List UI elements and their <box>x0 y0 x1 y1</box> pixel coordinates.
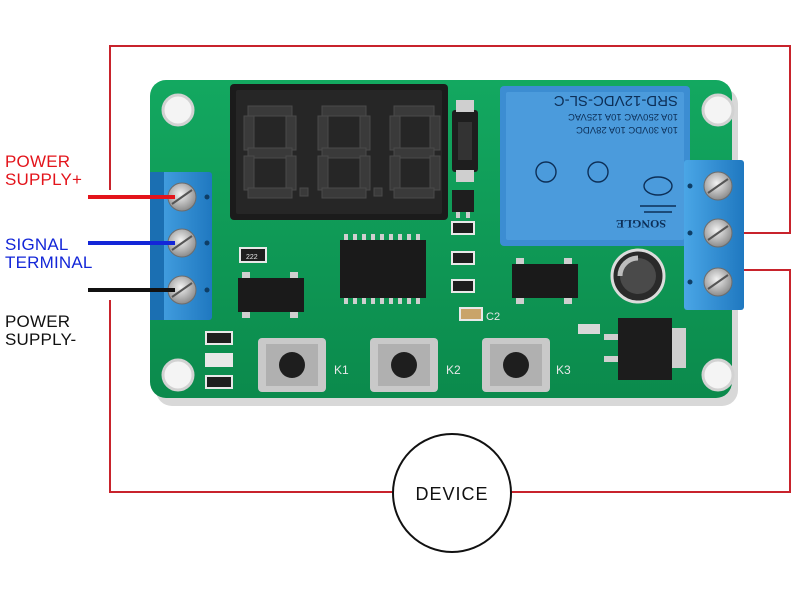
push-button-k1[interactable] <box>258 338 326 392</box>
seven-segment-display <box>230 84 448 220</box>
silkscreen-c2: C2 <box>486 311 500 323</box>
voltage-regulator <box>604 318 686 380</box>
relay-rating-text-2: 10A 30VDC 10A 28VDC <box>576 124 678 135</box>
silkscreen-r222: 222 <box>246 254 258 261</box>
device-circle <box>392 433 512 553</box>
smd-resistors <box>205 221 600 389</box>
button-label-k1: K1 <box>334 363 349 377</box>
label-power-supply-plus-line1: POWER <box>5 152 71 171</box>
optocoupler-right <box>512 258 578 304</box>
circuit-wire-bottom <box>109 300 393 493</box>
label-power-supply-minus: POWER SUPPLY- <box>5 313 76 349</box>
relay-model-text: SRD-12VDC-SL-C <box>554 92 678 109</box>
button-label-k2: K2 <box>446 363 461 377</box>
optocoupler-left <box>238 272 304 318</box>
mounting-holes <box>161 93 735 392</box>
push-button-k2[interactable] <box>370 338 438 392</box>
electrolytic-capacitor <box>610 248 666 304</box>
label-signal-terminal-line1: SIGNAL <box>5 235 69 254</box>
label-power-supply-plus: POWER SUPPLY+ <box>5 153 82 189</box>
push-button-k3[interactable] <box>482 338 550 392</box>
relay-rating-text-1: 10A 250VAC 10A 125VAC <box>568 111 678 122</box>
diode-component <box>452 100 478 182</box>
label-signal-terminal-line2: TERMINAL <box>5 253 93 272</box>
relay-cert-marks <box>535 161 676 213</box>
smd-transistor <box>452 190 474 218</box>
device-label: DEVICE <box>415 484 488 504</box>
microcontroller-chip <box>340 234 426 304</box>
button-label-k3: K3 <box>556 363 571 377</box>
circuit-wire-device-right <box>511 269 791 493</box>
left-terminal-block <box>150 172 212 320</box>
label-power-supply-minus-line1: POWER <box>5 312 71 331</box>
label-power-supply-plus-line2: SUPPLY+ <box>5 170 83 189</box>
relay: SRD-12VDC-SL-C 10A 250VAC 10A 125VAC 10A… <box>500 86 690 246</box>
label-power-supply-minus-line2: SUPPLY- <box>5 330 77 349</box>
right-terminal-block <box>684 160 744 310</box>
circuit-wire-top <box>109 45 791 234</box>
label-signal-terminal: SIGNAL TERMINAL <box>5 236 93 272</box>
relay-brand-text: SONGLE <box>616 217 666 231</box>
